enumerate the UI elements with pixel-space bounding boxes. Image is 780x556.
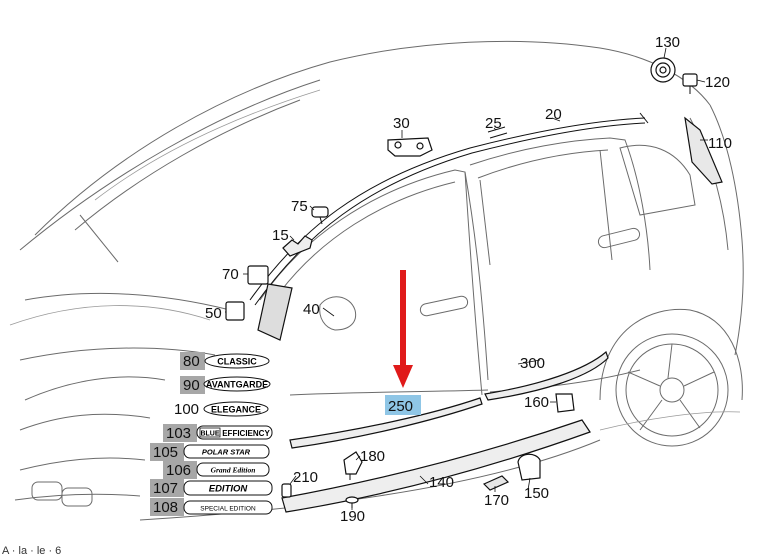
label-50: 50 [205,305,222,322]
part-50-icon [225,301,245,321]
badge-polar-star: POLAR STAR [183,444,270,459]
label-30: 30 [393,115,410,132]
highlight-80 [180,352,205,370]
highlight-108 [150,498,184,516]
label-120: 120 [705,74,730,91]
part-15-icon [282,235,313,257]
red-arrow [393,270,413,388]
badge-edition: EDITION [183,480,273,496]
label-150: 150 [524,485,549,502]
part-130-icon [650,57,676,83]
label-106: 106 [166,462,191,479]
part-70-icon [247,265,269,285]
label-140: 140 [429,474,454,491]
part-110-icon [684,116,723,185]
badge-classic: CLASSIC [204,353,270,369]
footer-text: A · la · le · 6 [2,545,62,556]
part-labels: 130 120 110 20 25 30 75 15 70 50 40 300 … [153,34,732,525]
part-25-icon [487,126,508,139]
highlight-90 [180,376,205,394]
highlight-107 [150,479,184,497]
badge-efficiency-text: EFFICIENCY [222,429,270,438]
badge-edition-text: EDITION [209,484,249,495]
badge-blue-efficiency: BLUE EFFICIENCY [196,425,273,440]
label-105: 105 [153,444,178,461]
part-190-icon [345,496,359,508]
part-mirror-triangle-icon [257,283,293,341]
label-130: 130 [655,34,680,51]
badge-avantgarde-text: AVANTGARDE [206,380,268,390]
label-40: 40 [303,301,320,318]
label-170: 170 [484,492,509,509]
label-160: 160 [524,394,549,411]
part-300-rear-door-molding [484,350,609,401]
part-75-icon [311,206,329,225]
part-170-icon [482,475,510,491]
label-70: 70 [222,266,239,283]
highlight-103 [163,424,197,442]
part-120-icon [682,73,698,94]
badge-grand-edition-text: Grand Edition [211,466,256,475]
part-250-front-door-molding [289,397,483,449]
badge-special-edition: SPECIAL EDITION [183,500,273,515]
badge-classic-text: CLASSIC [217,357,257,367]
label-100: 100 [174,401,199,418]
car-outline [9,40,744,521]
label-20: 20 [545,106,562,123]
label-180: 180 [360,448,385,465]
label-250: 250 [388,398,413,415]
label-190: 190 [340,508,365,525]
part-150-icon [517,453,541,481]
highlight-105 [150,443,184,461]
badge-polar-star-text: POLAR STAR [202,448,251,457]
label-110: 110 [708,135,732,152]
part-180-icon [343,451,363,480]
highlight-250 [385,395,421,415]
part-160-icon [555,393,575,413]
label-108: 108 [153,499,178,516]
part-140-side-skirt [281,419,591,513]
badge-elegance: ELEGANCE [203,401,269,417]
part-20-roof-molding [249,112,649,306]
parts [225,57,723,513]
badge-special-edition-text: SPECIAL EDITION [200,506,256,513]
label-300: 300 [520,355,545,372]
part-210-icon [281,483,292,498]
part-30-icon [387,137,433,157]
badge-blue-text: BLUE [200,431,219,438]
label-107: 107 [153,480,178,497]
label-210: 210 [293,469,318,486]
label-75: 75 [291,198,308,215]
label-90: 90 [183,377,200,394]
badge-elegance-text: ELEGANCE [211,405,261,415]
badge-avantgarde: AVANTGARDE [203,376,271,392]
highlight-106 [163,461,197,479]
label-103: 103 [166,425,191,442]
label-15: 15 [272,227,289,244]
badge-grand-edition: Grand Edition [196,462,270,477]
label-80: 80 [183,353,200,370]
leader-lines [225,47,708,510]
label-25: 25 [485,115,502,132]
